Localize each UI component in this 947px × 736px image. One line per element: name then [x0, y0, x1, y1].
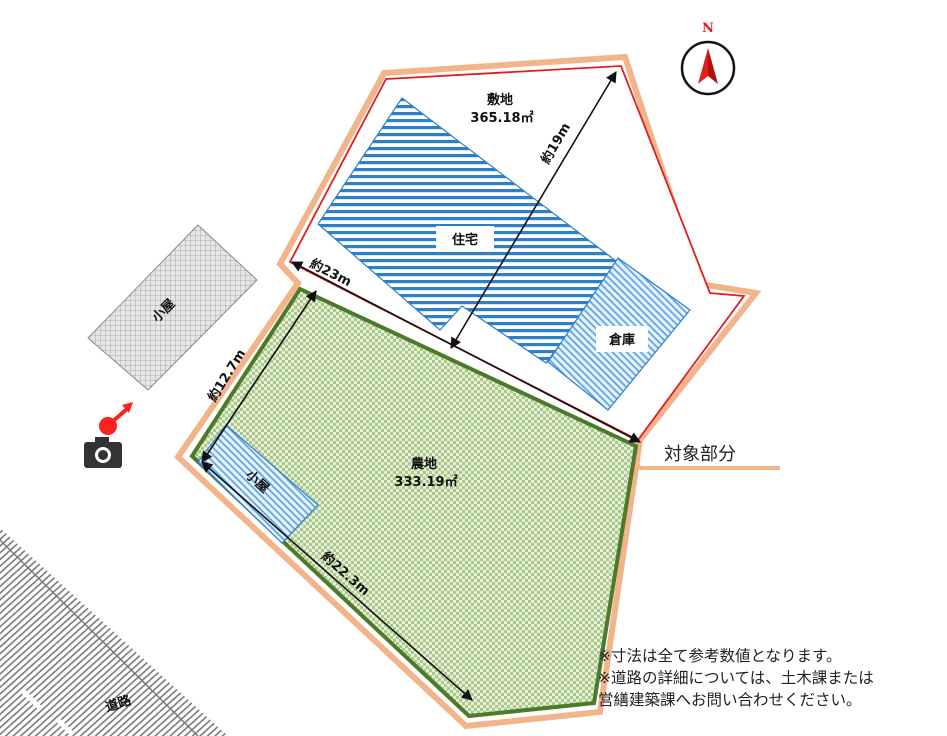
dimension-line-farm-bottom	[201, 461, 473, 701]
north-arrow-icon-head	[698, 48, 708, 84]
site-area-label: 365.18㎡	[470, 110, 533, 126]
site-name-label: 敷地	[487, 92, 513, 108]
storehouse-label: 倉庫	[608, 332, 635, 348]
farmland-area-label: 333.19㎡	[394, 474, 457, 490]
compass: N	[680, 21, 736, 96]
shed-outside	[87, 224, 258, 391]
dimension-line-farm-left	[201, 290, 317, 463]
house-label: 住宅	[452, 232, 478, 248]
target-area-label: 対象部分	[664, 444, 736, 465]
note-line-3: 営繕建築課へお問い合わせください。	[598, 691, 862, 709]
compass-label: N	[702, 21, 714, 36]
dimension-line-site-width	[291, 261, 641, 443]
notes-block: ※寸法は全て参考数値となります。 ※道路の詳細については、土木課または 営繕建築…	[598, 645, 943, 711]
camera-icon	[84, 437, 122, 468]
road	[0, 528, 228, 736]
note-line-1: ※寸法は全て参考数値となります。	[598, 647, 842, 665]
north-arrow-icon-head-right	[708, 48, 718, 84]
viewpoint-marker-icon	[99, 402, 133, 435]
note-line-2: ※道路の詳細については、土木課または	[598, 669, 874, 687]
road-label: 道路	[103, 692, 134, 716]
farmland-name-label: 農地	[411, 456, 437, 472]
